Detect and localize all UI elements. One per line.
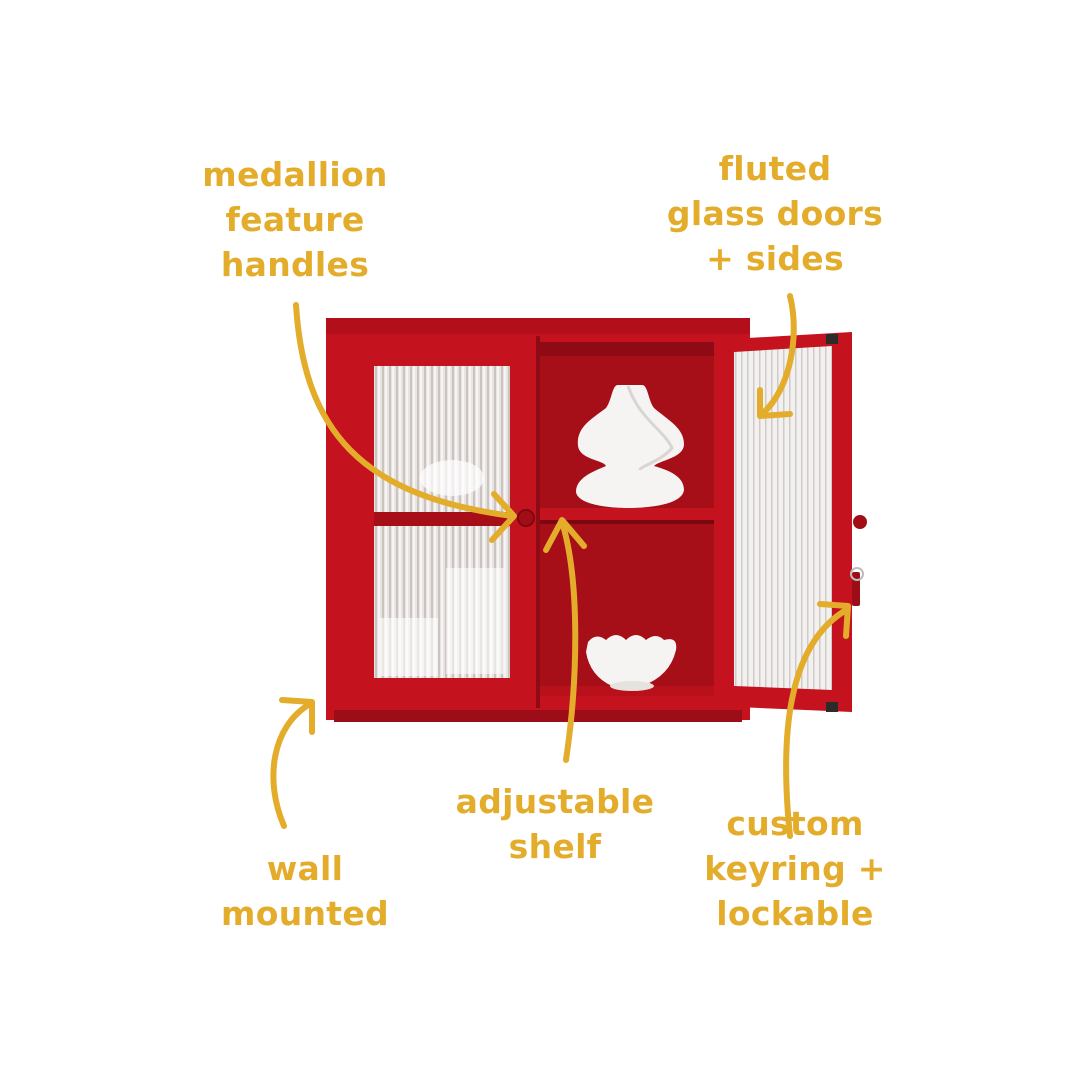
hinge-icon	[826, 702, 838, 712]
callout-line: wall	[266, 849, 344, 888]
callout-line: medallion	[202, 155, 388, 194]
callout-line: feature	[225, 200, 365, 239]
callout-line: handles	[220, 245, 370, 284]
adjustable-shelf	[538, 508, 716, 522]
callout-line: custom	[726, 804, 864, 843]
callout-line: adjustable	[455, 782, 655, 821]
callout-keyring-lockable: custom keyring + lockable	[680, 801, 910, 936]
callout-line: mounted	[221, 894, 389, 933]
callout-arrows	[270, 293, 851, 839]
keyring-lock-icon	[852, 572, 860, 606]
callout-medallion-handles: medallion feature handles	[175, 152, 415, 287]
hinge-icon	[826, 334, 838, 344]
medallion-handle-icon	[853, 515, 867, 529]
callout-line: fluted	[718, 149, 832, 188]
callout-fluted-glass: fluted glass doors + sides	[655, 146, 895, 281]
callout-line: lockable	[716, 894, 874, 933]
callout-line: + sides	[706, 239, 844, 278]
medallion-handle-icon	[517, 509, 535, 527]
scalloped-bowl	[586, 635, 677, 691]
callout-wall-mounted: wall mounted	[195, 846, 415, 936]
callout-line: shelf	[508, 827, 602, 866]
right-door-open	[714, 332, 867, 712]
white-vase	[576, 385, 684, 508]
callout-line: glass doors	[666, 194, 884, 233]
callout-line: keyring +	[704, 849, 886, 888]
callout-adjustable-shelf: adjustable shelf	[435, 779, 675, 869]
